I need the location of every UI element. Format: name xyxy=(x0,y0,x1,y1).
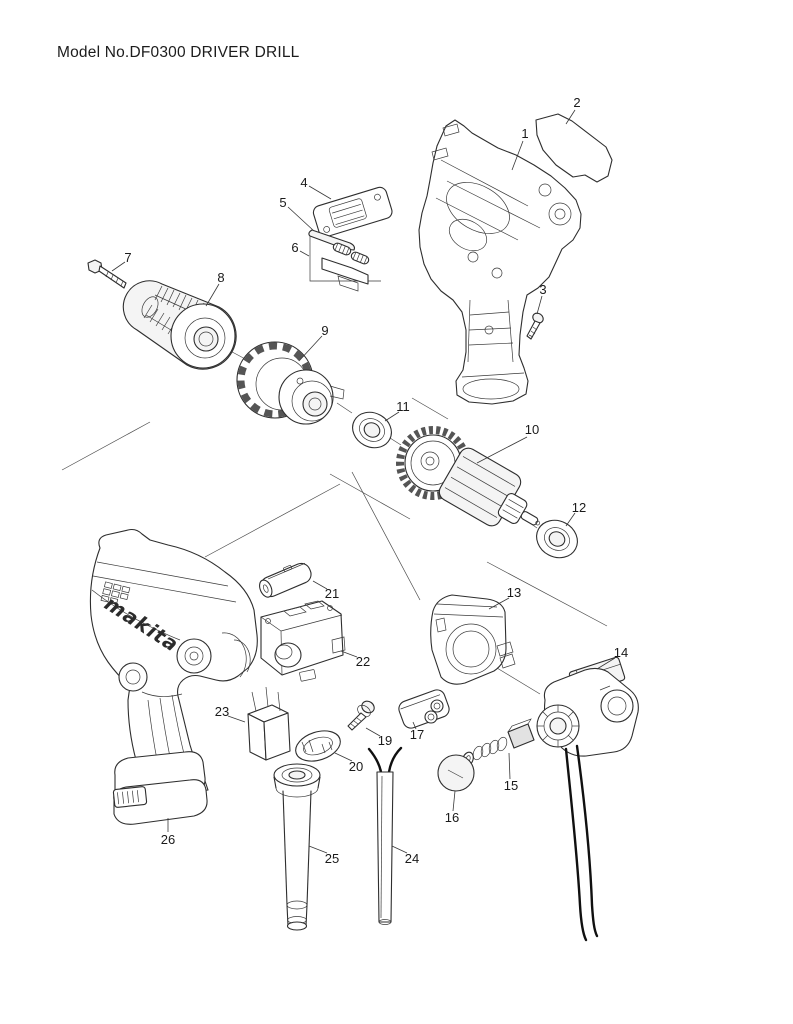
part-12-bearing-drawing xyxy=(536,519,578,559)
part-1-housing-right-drawing xyxy=(418,119,582,405)
part-14-motor-end-drawing xyxy=(536,656,639,942)
callout-7-bolt: 7 xyxy=(124,250,131,265)
page-title: Model No.DF0300 DRIVER DRILL xyxy=(57,44,300,61)
callout-1-housing: 1 xyxy=(521,126,528,141)
leader-lines xyxy=(111,109,616,854)
callout-19-screw: 19 xyxy=(378,733,392,748)
part-20-cord-clip-drawing xyxy=(295,730,341,762)
part-19-screw-drawing xyxy=(347,700,375,731)
callout-16-brush-cap: 16 xyxy=(445,810,459,825)
callout-25-cord-guard: 25 xyxy=(325,851,339,866)
battery-latch xyxy=(112,786,148,808)
callout-17-suppressor: 17 xyxy=(410,727,424,742)
part-22-switch-drawing xyxy=(260,600,346,682)
callout-11-bearing: 11 xyxy=(396,399,410,414)
part-17-suppressor-drawing xyxy=(398,689,450,729)
part-7-bolt-drawing xyxy=(87,259,127,289)
part-25-cord-guard-drawing xyxy=(273,763,321,931)
part-10-armature-drawing xyxy=(396,426,541,527)
part-2-label-drawing xyxy=(535,113,613,183)
part-9-gear-assembly-drawing xyxy=(236,341,345,425)
callout-6-holder: 6 xyxy=(291,240,298,255)
callout-24-cord: 24 xyxy=(405,851,419,866)
part-23-capacitor-drawing xyxy=(247,686,291,761)
part-16-brush-cap-drawing xyxy=(437,754,475,792)
callout-numbers: 1 2 3 4 5 6 7 8 9 10 11 12 13 14 15 16 1… xyxy=(124,95,628,866)
part-13-field-drawing xyxy=(430,594,516,685)
callout-21-cylinder: 21 xyxy=(325,586,339,601)
callout-8-chuck: 8 xyxy=(217,270,224,285)
callout-20-cord-clip: 20 xyxy=(349,759,363,774)
part-6-holder-springs-drawing xyxy=(309,236,381,292)
callout-23-capacitor: 23 xyxy=(215,704,229,719)
callout-12-bearing: 12 xyxy=(572,500,586,515)
callout-9-gear: 9 xyxy=(321,323,328,338)
callout-4-switch-plate: 4 xyxy=(300,175,307,190)
part-24-cord-drawing xyxy=(367,746,403,925)
part-3-screw-drawing xyxy=(526,312,544,340)
callout-5-lever: 5 xyxy=(279,195,286,210)
part-21-cylinder-drawing xyxy=(259,562,312,598)
vent-slots xyxy=(100,581,131,605)
callout-14-motor-end: 14 xyxy=(614,645,628,660)
callout-10-armature: 10 xyxy=(525,422,539,437)
construction-lines xyxy=(61,288,608,695)
callout-26-housing-set: 26 xyxy=(161,832,175,847)
part-15-carbon-brush-drawing xyxy=(462,718,535,767)
callout-15-brush: 15 xyxy=(504,778,518,793)
callout-22-switch: 22 xyxy=(356,654,370,669)
part-26-housing-left-drawing: makita xyxy=(89,528,258,825)
part-4-switch-plate-drawing xyxy=(312,186,393,238)
part-11-bearing-drawing xyxy=(352,411,392,449)
callout-3-screw: 3 xyxy=(539,282,546,297)
callout-13-field: 13 xyxy=(507,585,521,600)
callout-2-label: 2 xyxy=(573,95,580,110)
part-8-chuck-drawing xyxy=(122,280,237,370)
